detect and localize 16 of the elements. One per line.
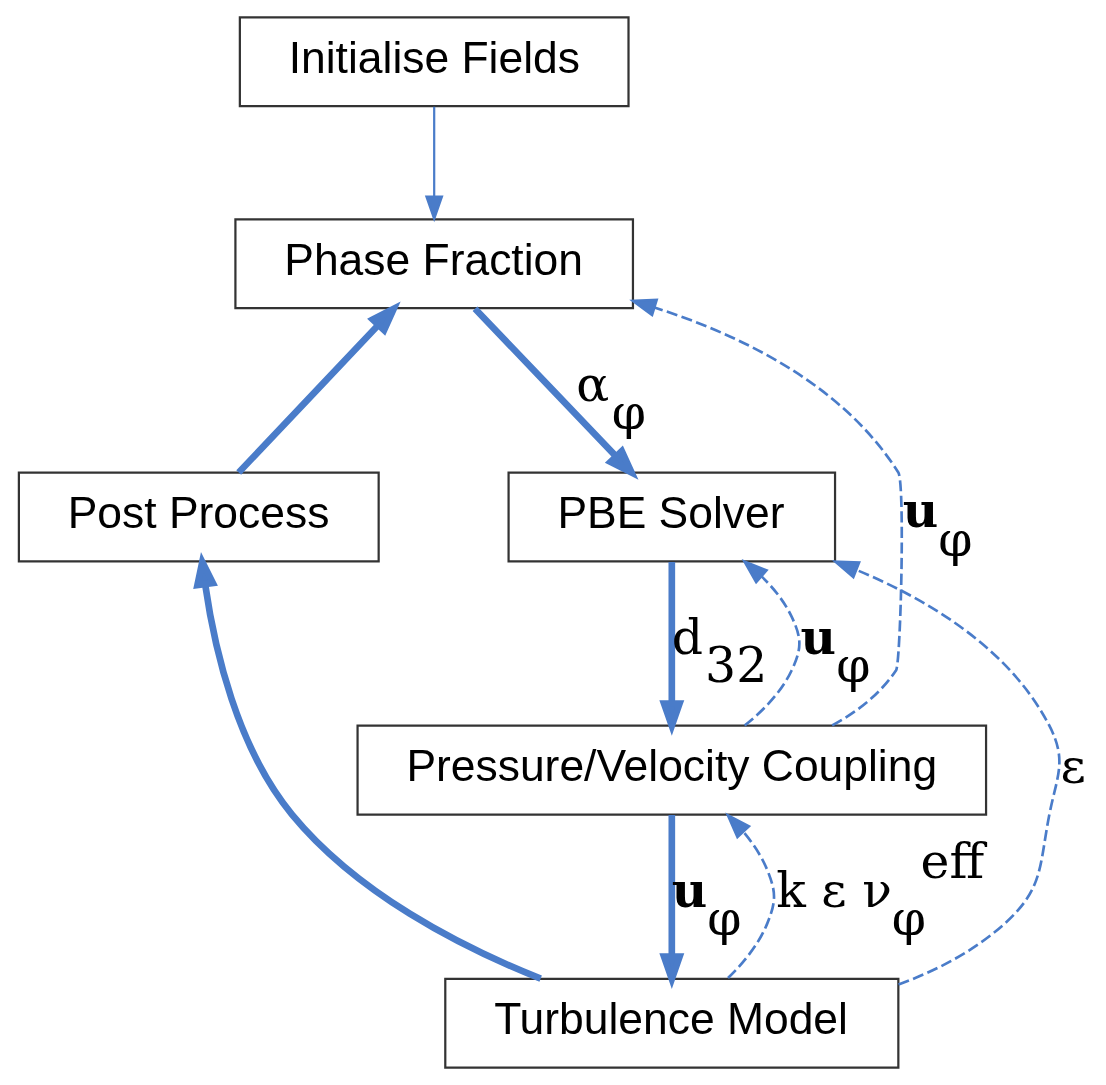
node-box: Initialise Fields [238,16,630,108]
edge-label: ε [1060,737,1086,795]
node-box: Pressure/Velocity Coupling [356,724,988,816]
node-box: PBE Solver [507,471,837,563]
arrow [424,106,444,223]
arrow [831,560,1061,986]
arrow [725,812,776,979]
node-box: Phase Fraction [234,218,635,310]
arrow [472,306,639,480]
arrow [629,298,904,727]
arrow [741,558,801,727]
arrow [659,561,685,736]
node-box: Turbulence Model [444,977,900,1069]
arrow [193,552,542,982]
arrow [236,301,401,475]
node-box: Post Process [17,471,380,563]
